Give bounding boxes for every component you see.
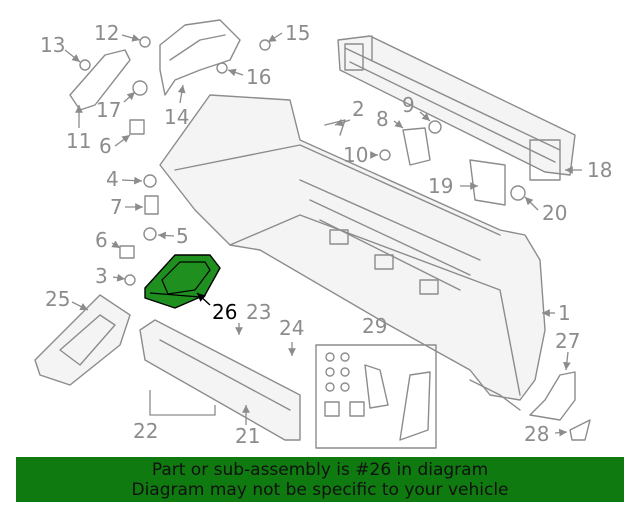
callout-20: 20 xyxy=(542,201,567,225)
banner-line-disclaimer: Diagram may not be specific to your vehi… xyxy=(131,480,509,500)
parts-diagram: 1 2 3 4 5 6 6 7 8 9 10 11 12 13 14 15 16… xyxy=(34,19,612,449)
callout-labels: 1 2 3 4 5 6 6 7 8 9 10 11 12 13 14 15 16… xyxy=(40,21,612,448)
callout-28: 28 xyxy=(524,422,549,446)
callout-13: 13 xyxy=(40,33,65,57)
lower-deflector-21 xyxy=(139,319,301,441)
callout-4: 4 xyxy=(106,167,119,191)
callout-6a: 6 xyxy=(99,134,112,158)
callout-18: 18 xyxy=(587,158,612,182)
parts-kit-box-29 xyxy=(315,344,437,449)
callout-12: 12 xyxy=(94,21,119,45)
callout-15: 15 xyxy=(285,21,310,45)
callout-22: 22 xyxy=(133,419,158,443)
callout-6b: 6 xyxy=(95,228,108,252)
hardware-parts xyxy=(79,36,526,286)
callout-11: 11 xyxy=(66,129,91,153)
bumper-reinforcement-beam xyxy=(337,35,576,181)
callout-29: 29 xyxy=(362,314,387,338)
callout-7: 7 xyxy=(110,195,123,219)
banner-line-part: Part or sub-assembly is #26 in diagram xyxy=(151,460,489,480)
callout-21: 21 xyxy=(235,424,260,448)
callout-5: 5 xyxy=(176,224,189,248)
callout-3: 3 xyxy=(95,264,108,288)
callout-26: 26 xyxy=(212,300,237,324)
callout-2: 2 xyxy=(352,97,365,121)
callout-17: 17 xyxy=(96,98,121,122)
leader-lines xyxy=(64,32,582,437)
callout-9: 9 xyxy=(402,93,415,117)
callout-8: 8 xyxy=(376,107,389,131)
callout-23: 23 xyxy=(246,300,271,324)
info-banner: Part or sub-assembly is #26 in diagram D… xyxy=(16,457,624,502)
callout-25: 25 xyxy=(45,287,70,311)
callout-27: 27 xyxy=(555,329,580,353)
highlighted-part-26 xyxy=(144,254,221,309)
callout-24: 24 xyxy=(279,316,304,340)
lower-panel-25 xyxy=(34,294,131,386)
callout-16: 16 xyxy=(246,65,271,89)
callout-10: 10 xyxy=(343,143,368,167)
callout-14: 14 xyxy=(164,105,189,129)
callout-1: 1 xyxy=(558,301,571,325)
bumper-cover xyxy=(159,94,546,411)
trim-parts-27-28 xyxy=(529,371,591,441)
callout-19: 19 xyxy=(428,174,453,198)
